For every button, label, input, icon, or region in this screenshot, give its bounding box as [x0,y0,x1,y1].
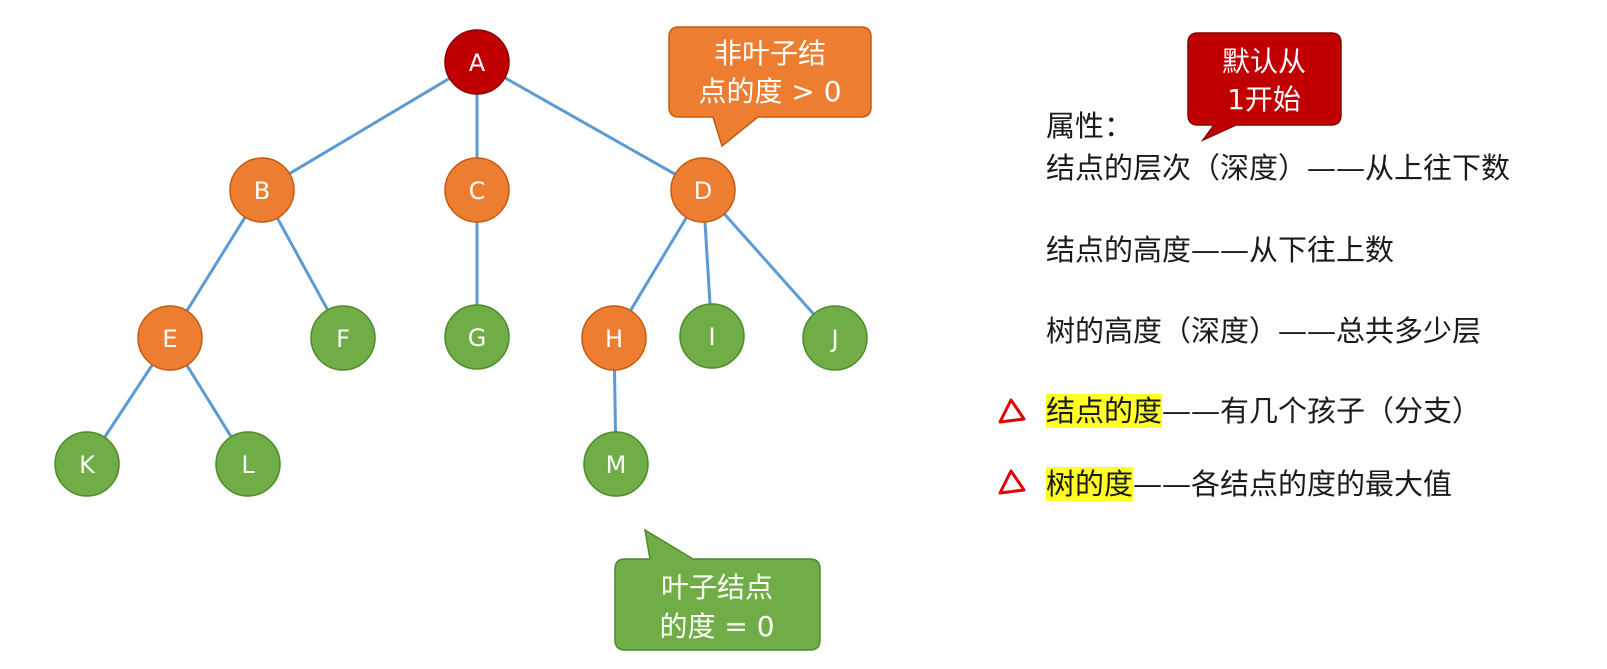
node-circle-H [581,305,647,371]
node-degree-term: 结点的度 [1046,394,1163,428]
callout-non-leaf-shape [668,26,872,148]
tree-node-A: A [444,29,510,95]
tree-node-E: E [137,305,203,371]
tree-edges [101,74,818,442]
node-circle-A [444,29,510,95]
edge-D-I [703,217,712,309]
tree-nodes: A B C D E F G H I J K L M [54,29,868,497]
tree-node-I: I [679,303,745,369]
node-degree-definition: ——有几个孩子（分支） [1162,394,1482,428]
edge-H-M [612,365,618,437]
node-circle-C [444,157,510,223]
node-circle-G [444,304,510,370]
tree-degree-term: 树的度 [1046,467,1134,501]
property-tree-height: 树的高度（深度）——总共多少层 [1046,314,1482,348]
edge-D-J [720,209,818,319]
node-label-C: C [469,177,486,205]
tree-degree-definition: ——各结点的度的最大值 [1133,467,1453,501]
properties-panel: 属性： 结点的层次（深度）——从上往下数 结点的高度——从下往上数 树的高度（深… [998,0,1606,669]
callout-default-line1: 默认从 [1222,45,1306,78]
node-label-A: A [469,49,486,77]
edge-E-L [183,361,235,441]
tree-node-K: K [54,431,120,497]
callout-leaf-line1: 叶子结点 [661,571,773,604]
tree-node-M: M [583,431,649,497]
node-label-E: E [162,325,177,353]
node-circle-D [670,157,736,223]
callout-default-line2: 1开始 [1227,83,1301,116]
node-circle-F [310,305,376,371]
node-circle-L [215,431,281,497]
callout-leaf-degree: 叶子结点 的度 = 0 [614,528,821,651]
node-label-K: K [79,451,96,479]
tree-node-D: D [670,157,736,223]
callout-default-start: 默认从 1开始 [1187,32,1342,142]
property-node-degree: 结点的度——有几个孩子（分支） [998,393,1482,429]
node-circle-M [583,431,649,497]
node-label-J: J [829,325,838,353]
warning-triangle-icon [998,469,1026,495]
property-node-height: 结点的高度——从下往上数 [1046,233,1395,267]
callout-default-shape [1187,32,1342,142]
warning-triangle-icon [998,398,1026,424]
node-circle-B [229,157,295,223]
tree-node-B: B [229,157,295,223]
property-node-level: 结点的层次（深度）——从上往下数 [1046,151,1511,185]
tree-node-H: H [581,305,647,371]
node-label-L: L [241,451,255,479]
tree-node-J: J [802,305,868,371]
node-label-F: F [336,325,350,353]
tree-node-G: G [444,304,510,370]
callout-non-leaf-line1: 非叶子结 [714,37,826,70]
node-label-D: D [694,177,712,205]
node-circle-E [137,305,203,371]
tree-node-C: C [444,157,510,223]
node-label-B: B [254,177,270,205]
edge-B-F [274,213,331,315]
properties-heading: 属性： [1046,109,1134,143]
edge-D-H [627,213,690,315]
tree-node-L: L [215,431,281,497]
edge-E-K [101,360,156,442]
node-label-I: I [708,323,715,351]
edge-B-E [183,212,249,316]
node-circle-I [679,303,745,369]
callout-leaf-shape [614,528,821,651]
node-circle-J [802,305,868,371]
node-circle-K [54,431,120,497]
edge-A-B [285,75,454,177]
callout-leaf-line2: 的度 = 0 [659,610,774,643]
property-tree-degree: 树的度——各结点的度的最大值 [998,466,1453,502]
edge-A-D [500,74,680,178]
callout-non-leaf-degree: 非叶子结 点的度 > 0 [668,26,872,148]
node-label-G: G [468,324,487,352]
callout-non-leaf-line2: 点的度 > 0 [698,75,841,108]
tree-node-F: F [310,305,376,371]
node-label-H: H [605,325,623,353]
node-label-M: M [606,451,627,479]
